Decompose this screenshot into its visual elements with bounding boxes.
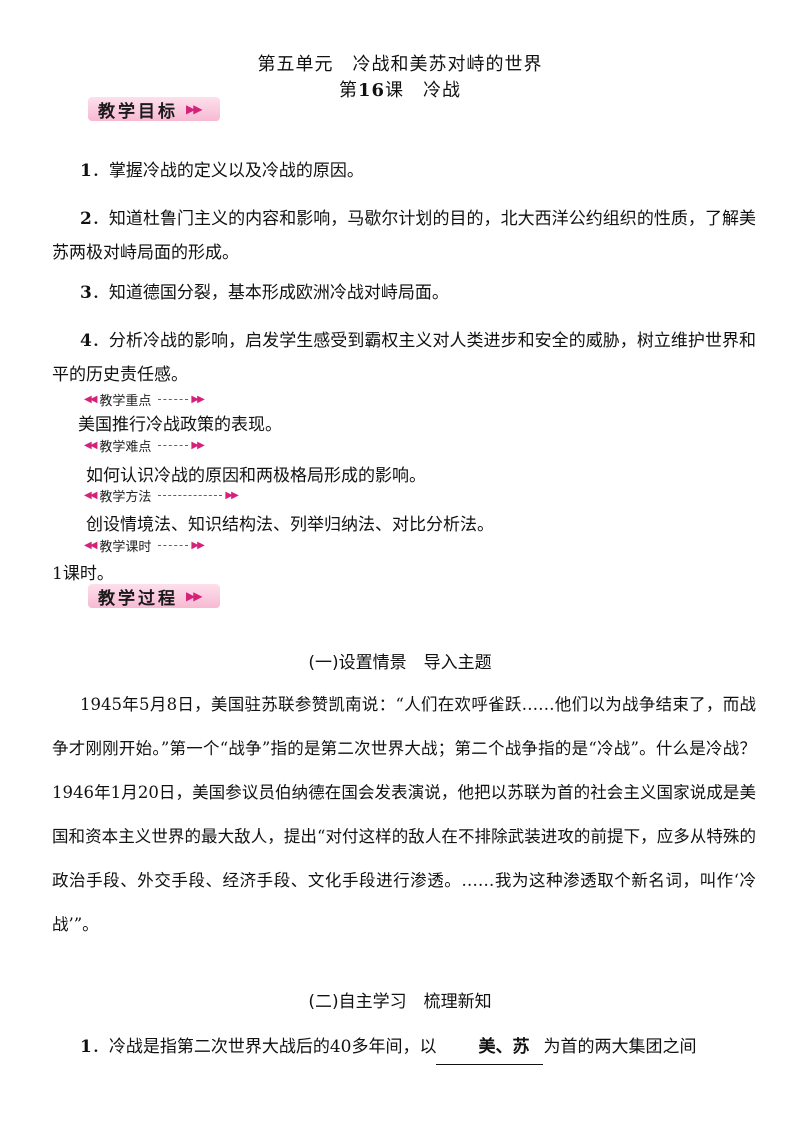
divider <box>158 494 223 496</box>
method-tag: ◀◀ 教学方法 ▶▶ <box>84 489 239 505</box>
objectives-badge-label: 教学目标 <box>98 101 178 122</box>
hours-text: 1课时。 <box>52 564 114 584</box>
double-arrow-right-icon: ▶▶ <box>186 102 203 116</box>
section1-paragraph: 1945年5月8日，美国驻苏联参赞凯南说：“人们在欢呼雀跃……他们以为战争结束了… <box>52 695 756 934</box>
objectives-badge: 教学目标 ▶▶ <box>88 97 220 122</box>
section1-heading: (一)设置情景 导入主题 <box>308 653 492 673</box>
method-text: 创设情境法、知识结构法、列举归纳法、对比分析法。 <box>86 515 494 535</box>
objective-1: 1．掌握冷战的定义以及冷战的原因。 <box>80 161 364 181</box>
lesson-number: 16 <box>357 80 386 101</box>
divider <box>158 398 189 400</box>
double-arrow-right-icon: ▶▶ <box>191 539 204 551</box>
objective-2: 2．知道杜鲁门主义的内容和影响，马歇尔计划的目的，北大西洋公约组织的性质，了解美… <box>52 209 756 263</box>
difficulty-tag: ◀◀ 教学难点 ▶▶ <box>84 439 205 455</box>
key-point-text: 美国推行冷战政策的表现。 <box>78 415 282 435</box>
divider <box>158 544 189 546</box>
double-arrow-right-icon: ▶▶ <box>186 589 203 603</box>
double-arrow-left-icon: ◀◀ <box>84 539 97 551</box>
process-badge-label: 教学过程 <box>98 588 178 609</box>
lesson-title: 第16课 冷战 <box>0 76 800 102</box>
double-arrow-left-icon: ◀◀ <box>84 439 97 451</box>
key-point-tag: ◀◀ 教学重点 ▶▶ <box>84 393 205 409</box>
objective-4: 4．分析冷战的影响，启发学生感受到霸权主义对人类进步和安全的威胁，树立维护世界和… <box>52 331 756 385</box>
fill-blank-answer: 美、苏 <box>436 1030 544 1065</box>
double-arrow-right-icon: ▶▶ <box>191 393 204 405</box>
double-arrow-right-icon: ▶▶ <box>191 439 204 451</box>
hours-tag: ◀◀ 教学课时 ▶▶ <box>84 539 205 555</box>
unit-title: 第五单元 冷战和美苏对峙的世界 <box>257 54 543 75</box>
section2-heading: (二)自主学习 梳理新知 <box>308 992 492 1012</box>
process-badge: 教学过程 ▶▶ <box>88 584 220 609</box>
lesson-title-rest: 课 冷战 <box>385 80 462 101</box>
objective-3: 3．知道德国分裂，基本形成欧洲冷战对峙局面。 <box>80 283 449 303</box>
double-arrow-right-icon: ▶▶ <box>225 489 238 501</box>
difficulty-text: 如何认识冷战的原因和两极格局形成的影响。 <box>86 466 426 486</box>
lesson-num-prefix: 第 <box>338 80 358 101</box>
section2-item-1: 1．冷战是指第二次世界大战后的40多年间，以美、苏为首的两大集团之间 <box>52 1030 756 1065</box>
divider <box>158 444 189 446</box>
double-arrow-left-icon: ◀◀ <box>84 489 97 501</box>
double-arrow-left-icon: ◀◀ <box>84 393 97 405</box>
